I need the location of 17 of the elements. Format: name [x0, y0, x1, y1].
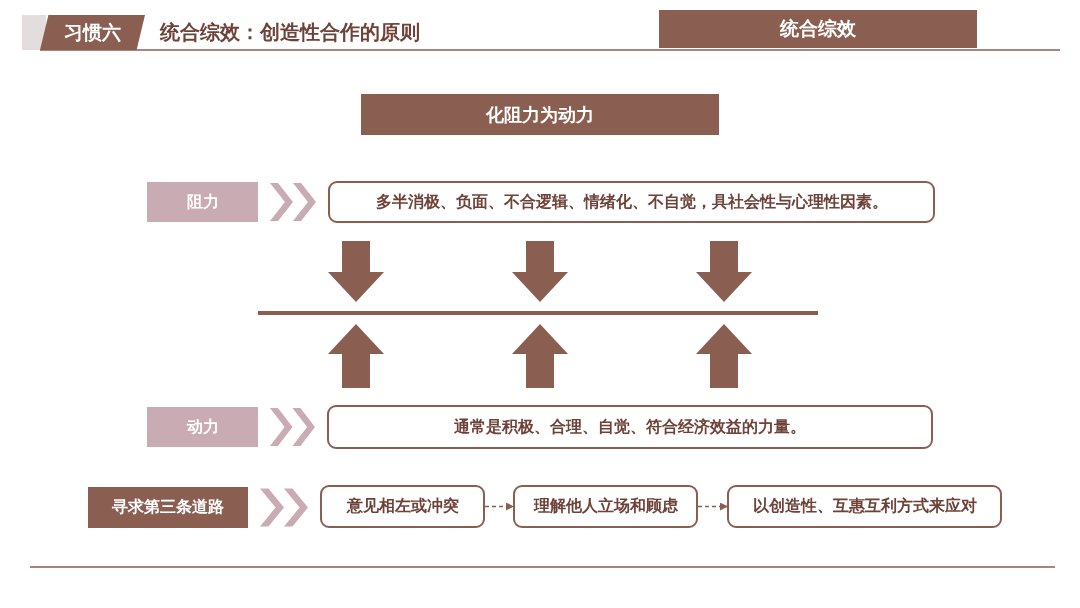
chevron-arrow — [270, 183, 316, 221]
text-box: 意见相左或冲突 — [320, 485, 485, 528]
text-box: 理解他人立场和顾虑 — [513, 485, 698, 528]
arrow — [697, 502, 728, 511]
chevron-arrow — [270, 408, 315, 446]
title: 统合综效：创造性合作的原则 — [160, 20, 420, 45]
section-tab: 习惯六 — [40, 15, 145, 50]
text-box: 以创造性、互惠互利方式来应对 — [727, 485, 1002, 528]
category-box: 动力 — [147, 407, 258, 447]
category-box: 阻力 — [147, 182, 258, 222]
heading-box: 寻求第三条道路 — [88, 487, 248, 528]
chevron-arrow — [260, 488, 308, 527]
text-box: 通常是积极、合理、自觉、符合经济效益的力量。 — [327, 405, 933, 449]
arrow — [484, 502, 514, 511]
text-box: 多半消极、负面、不合逻辑、情绪化、不自觉，具社会性与心理性因素。 — [328, 181, 935, 223]
heading-box: 化阻力为动力 — [361, 94, 719, 135]
heading-box: 统合综效 — [659, 10, 977, 48]
